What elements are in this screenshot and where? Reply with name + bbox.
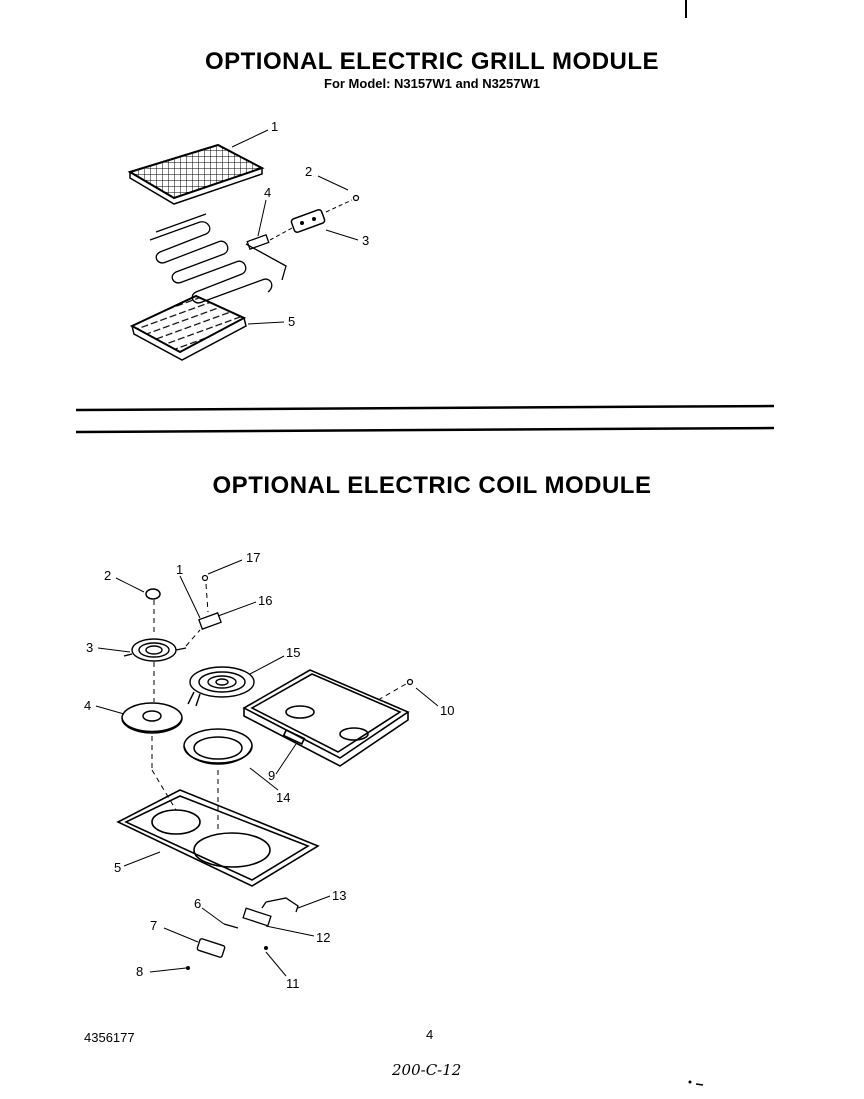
page-number: 4 <box>426 1027 434 1042</box>
coil-knob-part <box>145 588 161 600</box>
grill-callout-5: 5 <box>288 314 295 329</box>
scan-dot <box>688 1080 692 1084</box>
switch-spring-part <box>223 923 239 929</box>
coil-callout-15: 15 <box>286 645 300 660</box>
coil-callout-5: 5 <box>114 860 121 875</box>
coil-assembly-guides <box>151 583 407 830</box>
grill-callout-2: 2 <box>305 164 312 179</box>
grill-callout-1: 1 <box>271 119 278 134</box>
coil-callout-16: 16 <box>258 593 272 608</box>
small-drip-bowl-part <box>121 702 183 734</box>
grill-callout-4: 4 <box>264 185 271 200</box>
coil-callout-3: 3 <box>86 640 93 655</box>
coil-callout-10: 10 <box>440 703 454 718</box>
coil-callout-2: 2 <box>104 568 111 583</box>
coil-callout-1: 1 <box>176 562 183 577</box>
large-drip-bowl-part <box>183 728 253 765</box>
coil-callout-7: 7 <box>150 918 157 933</box>
grill-element-part <box>149 213 287 304</box>
switch-clip-part <box>261 897 299 913</box>
coil-module-title: OPTIONAL ELECTRIC COIL MODULE <box>212 472 652 499</box>
grill-assembly-guide <box>269 199 353 241</box>
small-surface-element-part <box>123 638 187 662</box>
section-divider-lower <box>75 426 775 434</box>
switch-screw-part <box>186 966 190 970</box>
coil-callout-12: 12 <box>316 930 330 945</box>
handwritten-note: 200-C-12 <box>392 1061 462 1079</box>
grill-grate-part <box>127 143 265 205</box>
infinite-switch-part <box>196 938 226 958</box>
element-receptacle-part <box>198 612 222 630</box>
box-screw-part <box>406 678 414 686</box>
grill-module-subtitle: For Model: N3157W1 and N3257W1 <box>324 76 540 91</box>
grill-module-title: OPTIONAL ELECTRIC GRILL MODULE <box>204 48 660 75</box>
coil-callout-4: 4 <box>84 698 91 713</box>
scan-dash <box>695 1083 704 1086</box>
coil-callout-11: 11 <box>286 976 300 991</box>
coil-callout-8: 8 <box>136 964 143 979</box>
coil-callout-13: 13 <box>332 888 346 903</box>
large-surface-element-part <box>187 666 255 707</box>
coil-callout-6: 6 <box>194 896 201 911</box>
grill-callout-3: 3 <box>362 233 369 248</box>
receptacle-screw-part <box>201 574 209 582</box>
coil-leader-lines <box>95 559 439 977</box>
coil-callout-9: 9 <box>268 768 275 783</box>
section-divider-upper <box>75 404 775 412</box>
coil-callout-17: 17 <box>246 550 260 565</box>
part-number: 4356177 <box>84 1030 135 1045</box>
coil-burner-box-part <box>242 669 410 767</box>
grill-screw-part <box>352 194 360 202</box>
grill-drip-pan-part <box>129 294 247 361</box>
bracket-screw-part <box>264 946 268 950</box>
grill-receptacle-part <box>290 209 326 233</box>
coil-callout-14: 14 <box>276 790 290 805</box>
grill-leader-lines <box>231 129 359 325</box>
switch-bracket-part <box>242 907 272 927</box>
